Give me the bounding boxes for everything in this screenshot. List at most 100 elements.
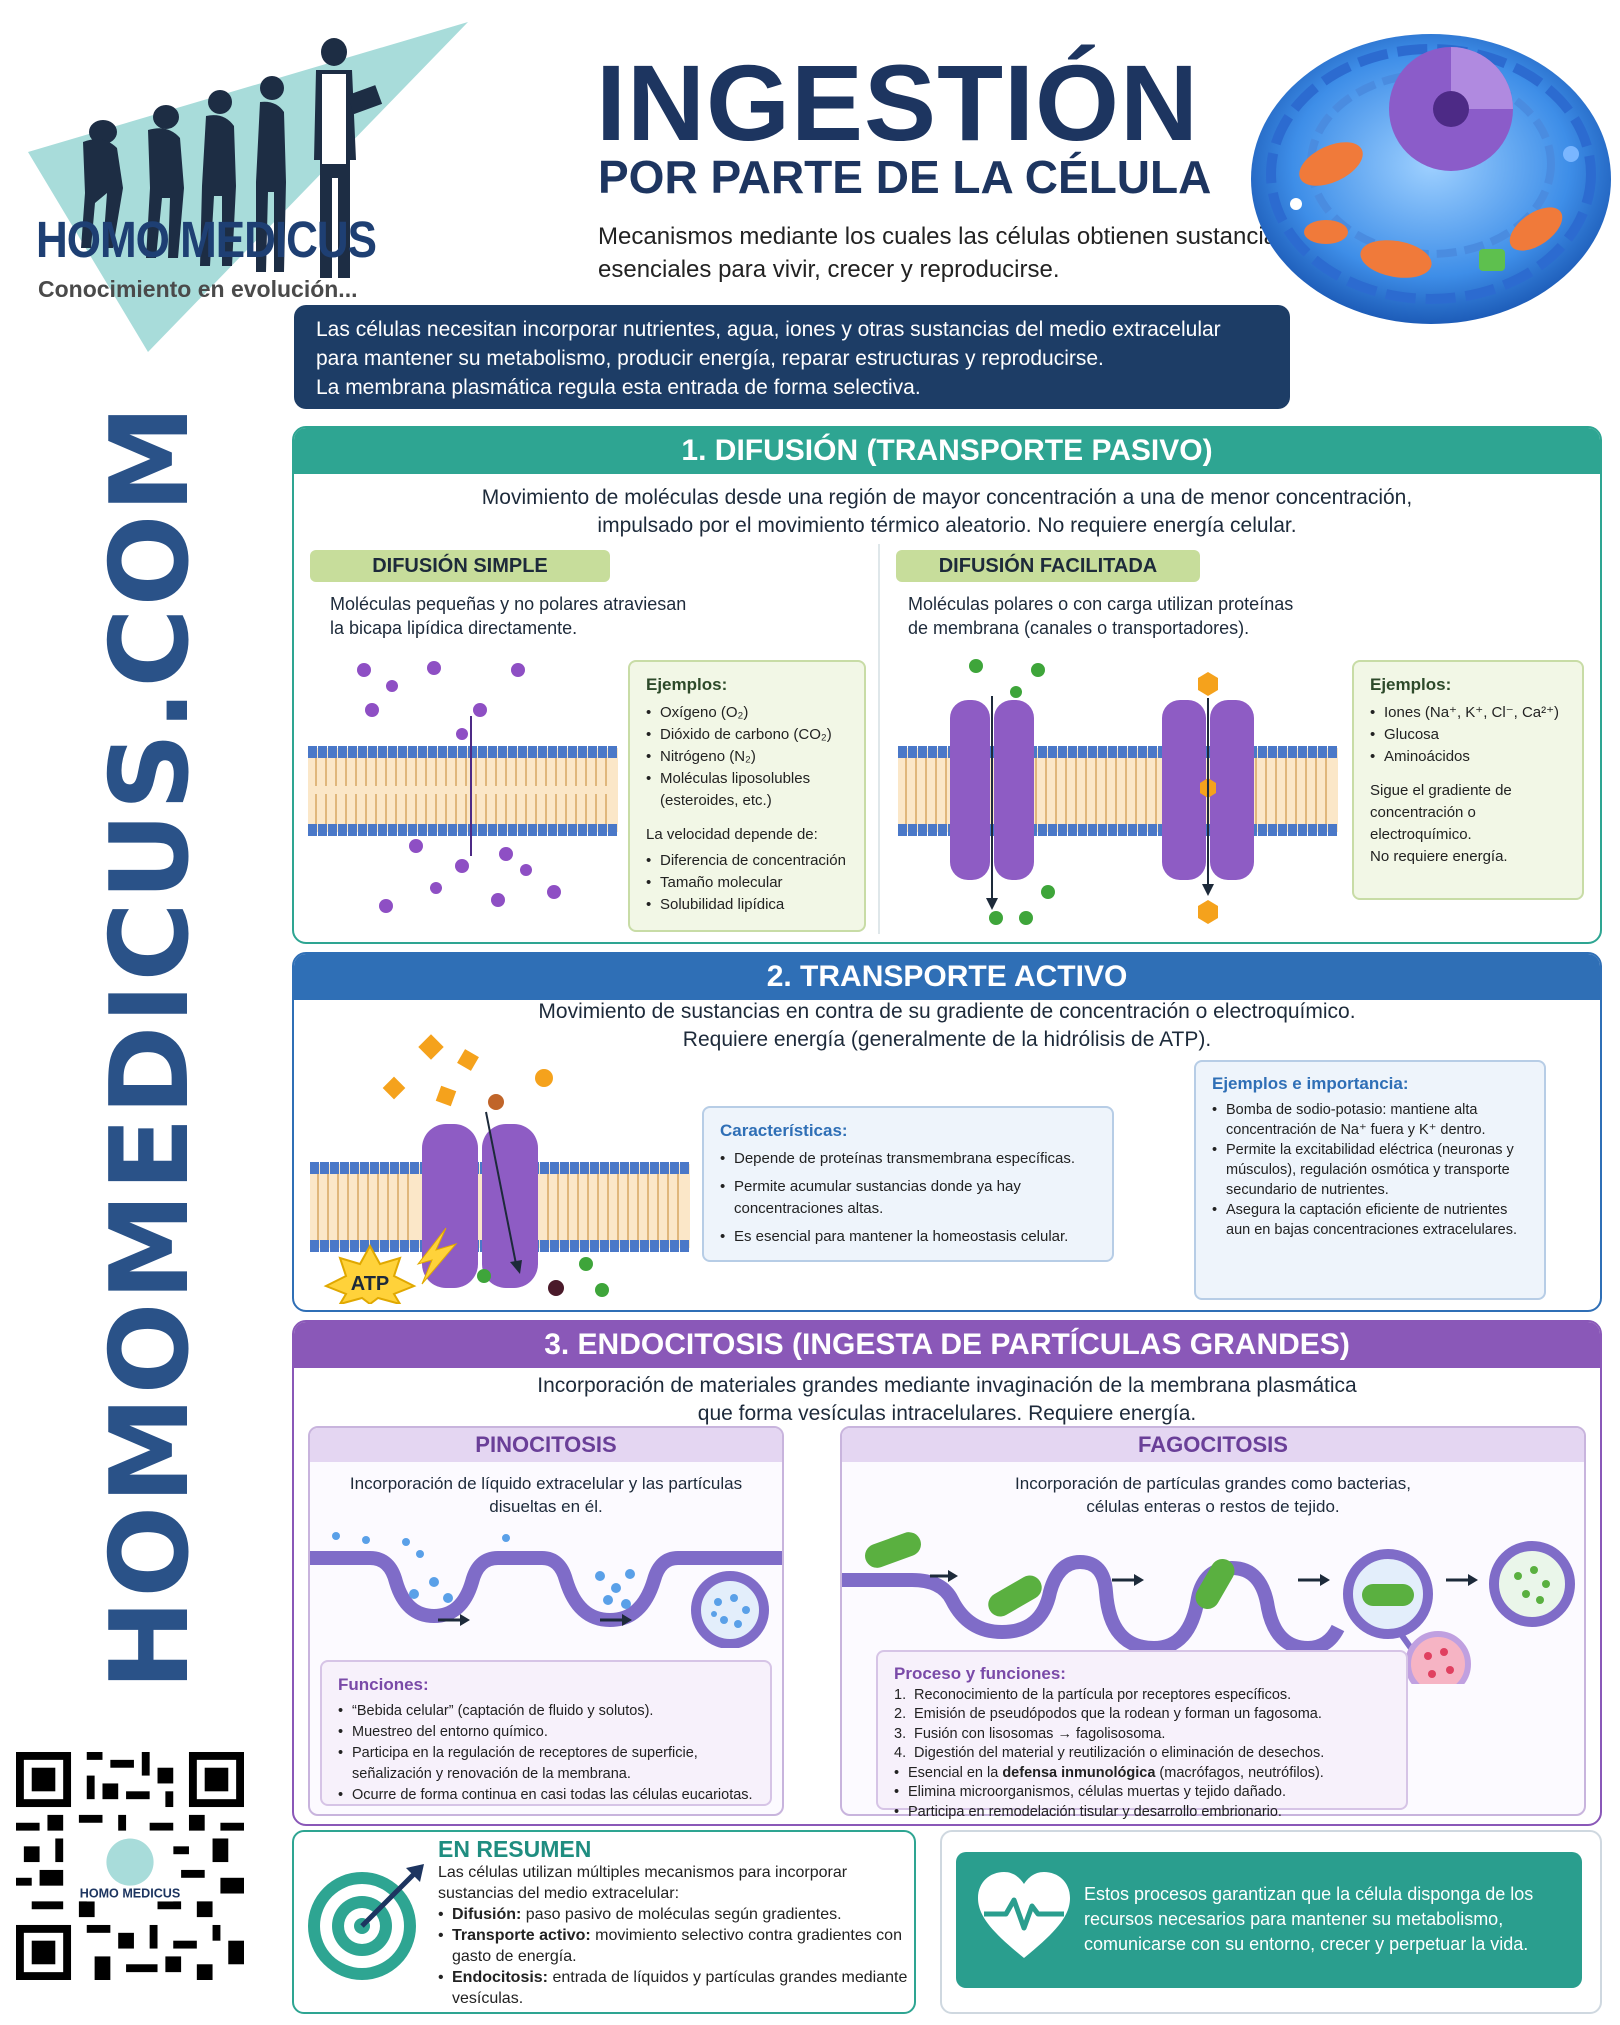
simple-desc-line-2: la bicapa lipídica directamente. (330, 618, 578, 638)
gradient-note: Sigue el gradiente de concentración o el… (1370, 782, 1512, 843)
brand-tagline: Conocimiento en evolución... (38, 276, 358, 302)
brand-name: HOMO MEDICUS (36, 212, 377, 269)
phagocytosis-process: Proceso y funciones: Reconocimiento de l… (876, 1650, 1408, 1822)
simple-diffusion-desc: Moléculas pequeñas y no polares atravies… (330, 592, 686, 640)
no-energy-note: No requiere energía. (1370, 848, 1508, 865)
section-endocytosis: 3. ENDOCITOSIS (INGESTA DE PARTÍCULAS GR… (292, 1320, 1602, 1826)
heart-pulse-icon (978, 1872, 1070, 1958)
pino-function-item: Ocurre de forma continua en casi todas l… (338, 1785, 754, 1806)
summary-item-text: movimiento selectivo contra gradientes c… (452, 1927, 902, 1965)
summary-title: EN RESUMEN (438, 1836, 592, 1862)
intro-line-3: La membrana plasmática regula esta entra… (316, 376, 921, 399)
simple-diffusion-diagram (308, 661, 618, 913)
cell-illustration (1251, 34, 1611, 324)
pino-desc-line-1: Incorporación de líquido extracelular y … (349, 1474, 743, 1493)
fago-step-item: Fusión con lisosomas → fagolisosoma. (894, 1725, 1166, 1744)
evolution-logo-icon (28, 22, 468, 352)
fago-bullet1-pre: Esencial en la (908, 1764, 1003, 1781)
qr-code[interactable]: HOMO MEDICUS (16, 1752, 244, 1980)
diffusion-intro-line-2: impulsado por el movimiento térmico alea… (597, 514, 1297, 537)
intro-banner: Las células necesitan incorporar nutrien… (294, 305, 1290, 409)
fago-bullet-item: Participa en remodelación tisular y desa… (894, 1803, 1390, 1823)
fago-bullet1-bold: defensa inmunológica (1002, 1764, 1156, 1781)
pinocytosis-functions: Funciones: “Bebida celular” (captación d… (320, 1660, 772, 1806)
active-examples-title: Ejemplos e importancia: (1212, 1074, 1409, 1093)
characteristic-item: Permite acumular sustancias donde ya hay… (720, 1176, 1096, 1220)
facilitated-diffusion-label: DIFUSIÓN FACILITADA (896, 550, 1200, 582)
speed-factor-item: Diferencia de concentración (646, 850, 848, 872)
summary-item-text: paso pasivo de moléculas según gradiente… (521, 1906, 842, 1923)
page-title: INGESTIÓN (596, 42, 1200, 163)
phagocytosis-diagram (842, 1532, 1575, 1684)
active-intro-line-2: Requiere energía (generalmente de la hid… (682, 1028, 1212, 1051)
atp-label: ATP (351, 1273, 390, 1295)
divider (878, 544, 880, 934)
facilitated-example-item: Glucosa (1370, 724, 1566, 746)
facilitated-diffusion-examples: Ejemplos: Iones (Na⁺, K⁺, Cl⁻, Ca²⁺) Glu… (1352, 660, 1584, 900)
facilitated-desc-line-1: Moléculas polares o con carga utilizan p… (908, 594, 1294, 614)
facilitated-diffusion-diagram (898, 659, 1338, 925)
website-vertical-text[interactable]: HOMOMEDICUS.COM (88, 403, 213, 1690)
target-icon (308, 1864, 424, 1980)
simple-example-item: Nitrógeno (N₂) (646, 746, 848, 768)
active-intro-line-1: Movimiento de sustancias en contra de su… (538, 1000, 1356, 1023)
page-subtitle: POR PARTE DE LA CÉLULA (598, 151, 1212, 203)
pino-function-item: “Bebida celular” (captación de fluido y … (338, 1701, 754, 1722)
fago-process-title: Proceso y funciones: (894, 1664, 1066, 1683)
fago-bullet1-post: (macrófagos, neutrófilos). (1155, 1764, 1324, 1781)
facilitated-examples-title: Ejemplos: (1370, 675, 1452, 694)
summary-intro: Las células utilizan múltiples mecanismo… (438, 1864, 848, 1902)
characteristic-item: Depende de proteínas transmembrana espec… (720, 1148, 1096, 1170)
active-examples: Ejemplos e importancia: Bomba de sodio-p… (1194, 1060, 1546, 1300)
pino-desc-line-2: disueltas en él. (489, 1497, 603, 1516)
simple-example-item: Dióxido de carbono (CO₂) (646, 724, 848, 746)
pino-function-item: Participa en la regulación de receptores… (338, 1743, 754, 1785)
endocytosis-intro-line-2: que forma vesículas intracelulares. Requ… (697, 1402, 1197, 1425)
summary-text: Las células utilizan múltiples mecanismo… (438, 1862, 908, 2009)
simple-desc-line-1: Moléculas pequeñas y no polares atravies… (330, 594, 687, 614)
phagocytosis-panel: FAGOCITOSIS Incorporación de partículas … (840, 1426, 1586, 1822)
section-endocytosis-title: 3. ENDOCITOSIS (INGESTA DE PARTÍCULAS GR… (294, 1322, 1600, 1368)
section-diffusion-title: 1. DIFUSIÓN (TRANSPORTE PASIVO) (294, 428, 1600, 474)
arrow-right-icon (1446, 1574, 1478, 1586)
intro-line-1: Las células necesitan incorporar nutrien… (316, 318, 1221, 341)
section-active-intro: Movimiento de sustancias en contra de su… (294, 998, 1600, 1054)
pinocytosis-panel: PINOCITOSIS Incorporación de líquido ext… (308, 1426, 784, 1816)
summary-item-text: entrada de líquidos y partículas grandes… (452, 1969, 908, 2007)
fago-desc-line-1: Incorporación de partículas grandes como… (1015, 1474, 1411, 1493)
pinocytosis-title: PINOCITOSIS (310, 1428, 782, 1462)
phagocytosis-desc: Incorporación de partículas grandes como… (842, 1472, 1584, 1518)
summary-item-label: Endocitosis: (452, 1969, 549, 1986)
arrow-right-icon (600, 1614, 632, 1626)
qr-logo-caption: HOMO MEDICUS (80, 1886, 180, 1900)
facilitated-example-item: Aminoácidos (1370, 746, 1566, 768)
section-diffusion-intro: Movimiento de moléculas desde una región… (294, 484, 1600, 540)
speed-factor-item: Tamaño molecular (646, 872, 848, 894)
page-description: Mecanismos mediante los cuales las célul… (598, 223, 1290, 283)
pinocytosis-diagram (310, 1532, 782, 1648)
characteristics-title: Características: (720, 1121, 848, 1140)
active-characteristics: Características: Depende de proteínas tr… (702, 1106, 1114, 1262)
phagocytosis-title: FAGOCITOSIS (842, 1428, 1584, 1462)
fago-step-item: Emisión de pseudópodos que la rodean y f… (894, 1705, 1322, 1724)
fago-step-item: Reconocimiento de la partícula por recep… (894, 1686, 1292, 1705)
channel-protein (950, 700, 1254, 880)
simple-diffusion-examples: Ejemplos: Oxígeno (O₂) Dióxido de carbon… (628, 660, 866, 932)
fago-bullet-item: Elimina microorganismos, células muertas… (894, 1783, 1390, 1803)
lipid-bilayer (308, 746, 618, 836)
fago-step-item: Digestión del material y reutilización o… (894, 1744, 1325, 1763)
section-active-title: 2. TRANSPORTE ACTIVO (294, 954, 1600, 1000)
diffusion-intro-line-1: Movimiento de moléculas desde una región… (481, 486, 1413, 509)
active-example-item: Permite la excitabilidad eléctrica (neur… (1212, 1140, 1528, 1200)
section-endocytosis-intro: Incorporación de materiales grandes medi… (294, 1372, 1600, 1428)
arrow-right-icon (1298, 1574, 1330, 1586)
section-active-transport: 2. TRANSPORTE ACTIVO Movimiento de susta… (292, 952, 1602, 1312)
fago-bullet-item: Esencial en la defensa inmunológica (mac… (894, 1764, 1390, 1784)
speed-factor-item: Solubilidad lipídica (646, 894, 848, 916)
facilitated-example-item: Iones (Na⁺, K⁺, Cl⁻, Ca²⁺) (1370, 702, 1566, 724)
pinocytosis-desc: Incorporación de líquido extracelular y … (310, 1472, 782, 1518)
active-example-item: Asegura la captación eficiente de nutrie… (1212, 1200, 1528, 1240)
summary-item-label: Transporte activo: (452, 1927, 591, 1944)
summary-item-label: Difusión: (452, 1906, 522, 1923)
summary-item: Difusión: paso pasivo de moléculas según… (438, 1904, 908, 1925)
